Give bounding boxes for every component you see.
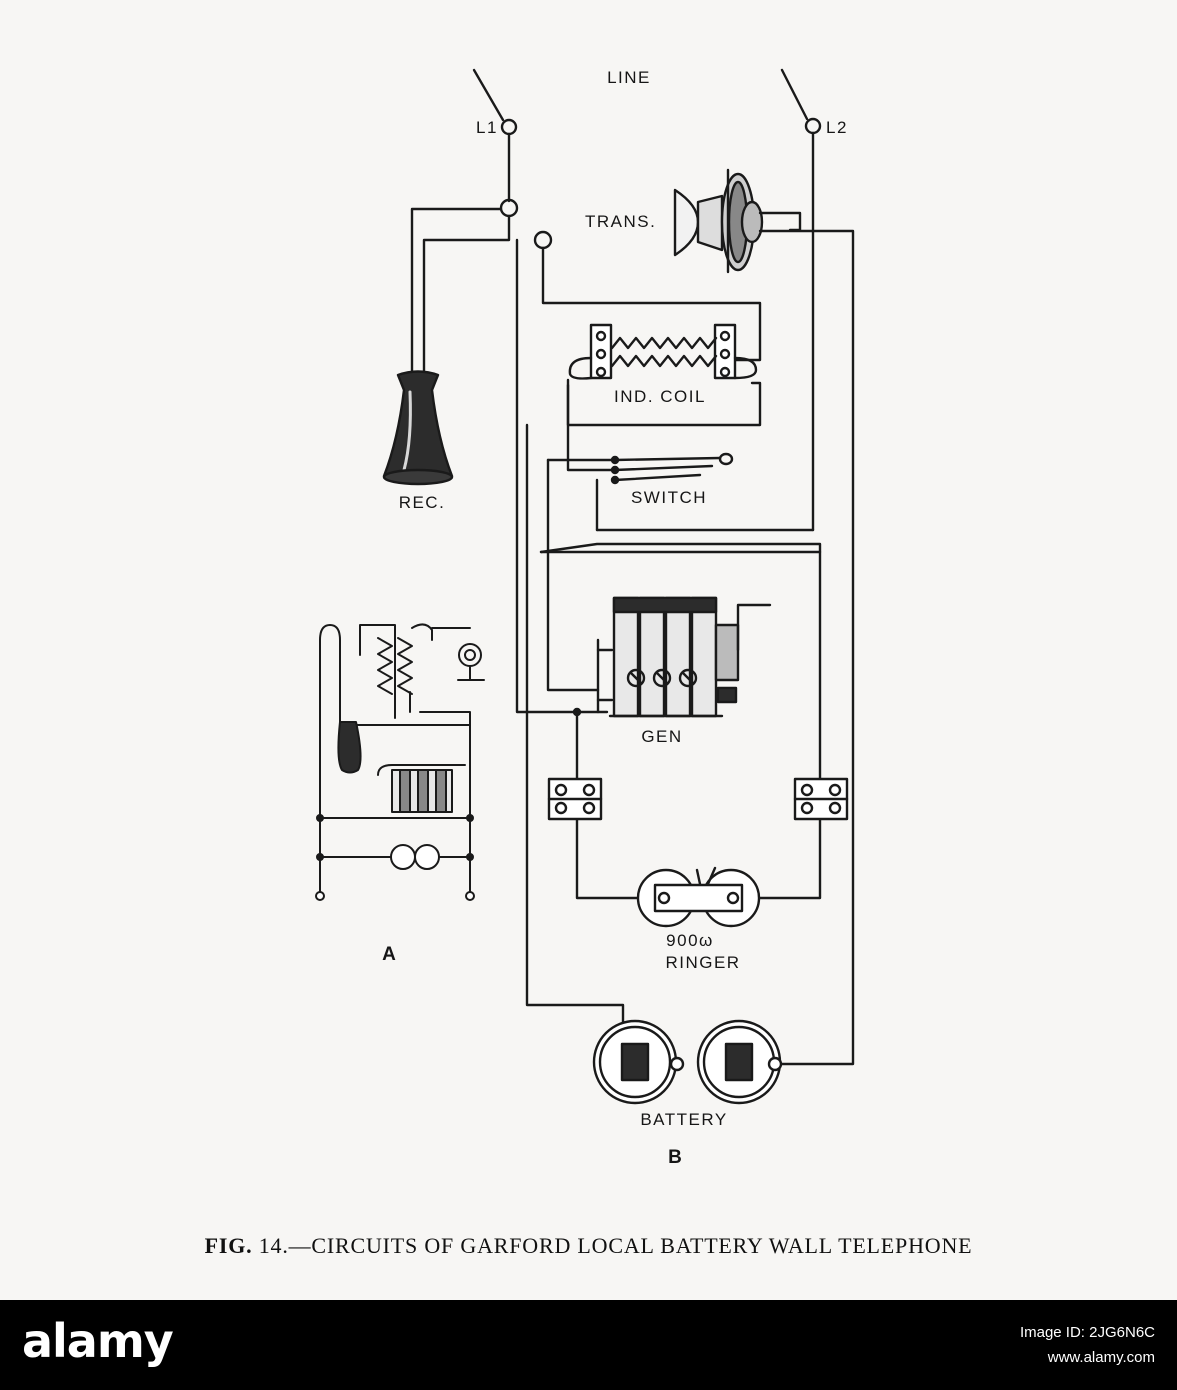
- receiver-icon: [382, 370, 454, 486]
- label-ind-coil: IND. COIL: [614, 387, 706, 406]
- line-terminal-l2: [595, 68, 822, 532]
- image-id: Image ID: 2JG6N6C: [1019, 1324, 1155, 1341]
- label-b: B: [668, 1147, 682, 1168]
- generator-icon: [596, 596, 772, 718]
- label-line: LINE: [607, 68, 651, 87]
- label-l2: L2: [826, 118, 848, 137]
- induction-coil-icon: [568, 323, 758, 380]
- binding-post-1: [499, 198, 519, 218]
- label-trans: TRANS.: [585, 212, 656, 231]
- label-ringer-value: 900ω: [666, 931, 714, 950]
- caption-fig: FIG.: [204, 1233, 253, 1258]
- label-gen: GEN: [641, 727, 682, 746]
- terminal-block-right: [793, 777, 849, 821]
- transmitter-icon: [673, 168, 764, 274]
- schematic-a: [315, 623, 485, 901]
- binding-post-2: [533, 230, 553, 250]
- watermark-footer: alamy Image ID: 2JG6N6C www.alamy.com: [0, 1300, 1177, 1390]
- line-terminal-l1: [472, 68, 518, 203]
- label-a: A: [382, 944, 396, 965]
- ringer-icon: [636, 866, 761, 928]
- alamy-logo: alamy: [22, 1314, 174, 1368]
- label-ringer: RINGER: [665, 953, 740, 972]
- label-switch: SWITCH: [631, 488, 707, 507]
- footer-meta: Image ID: 2JG6N6C www.alamy.com: [1020, 1320, 1155, 1370]
- site-url: www.alamy.com: [1047, 1349, 1155, 1366]
- label-rec: REC.: [399, 493, 446, 512]
- label-l1: L1: [476, 118, 498, 137]
- label-battery: BATTERY: [640, 1110, 727, 1129]
- circuit-diagram: LINE L1 L2 TRANS. REC. IND. COIL SWITCH …: [315, 68, 855, 1168]
- hook-switch-icon: [610, 452, 734, 485]
- caption-text: 14.—CIRCUITS OF GARFORD LOCAL BATTERY WA…: [258, 1233, 973, 1258]
- figure-caption: FIG. 14.—CIRCUITS OF GARFORD LOCAL BATTE…: [0, 1233, 1177, 1259]
- battery-icon: [592, 1019, 783, 1105]
- terminal-block-left: [547, 777, 603, 821]
